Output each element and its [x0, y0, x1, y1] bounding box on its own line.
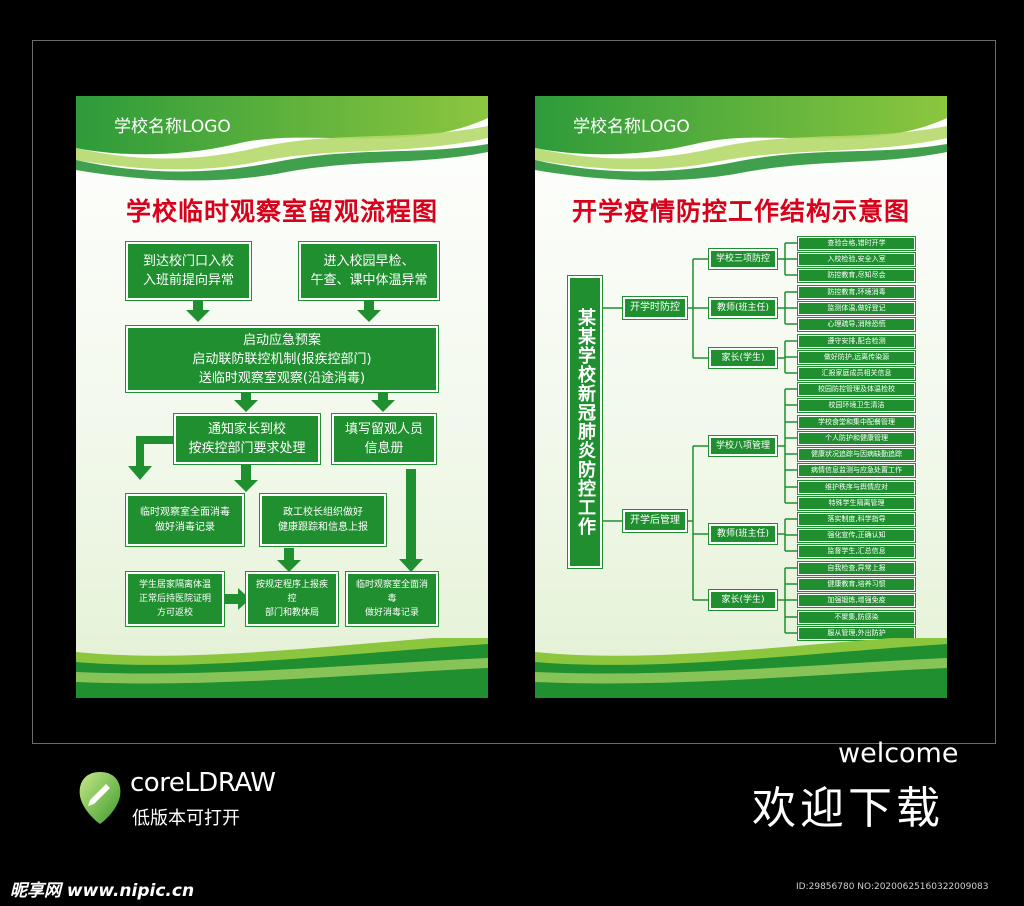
- welcome-english: welcome: [838, 738, 959, 769]
- flow-step-final-disinfect: 临时观察室全面消毒做好消毒记录: [346, 572, 438, 626]
- leaf-node: 监测体温,做好登记: [798, 302, 915, 315]
- step-text: 临时观察室全面消毒: [355, 580, 428, 604]
- leaf-node: 学校食堂和集中配餐管理: [798, 416, 915, 429]
- leaf-node: 服从管理,外出防护: [798, 627, 915, 640]
- step-text: 做好消毒记录: [155, 522, 215, 533]
- leaf-node: 强化宣传,正确认知: [798, 529, 915, 542]
- step-text: 学生居家隔离体温: [138, 580, 211, 590]
- step-text: 健康跟踪和信息上报: [278, 522, 368, 533]
- step-text: 入班前提向异常: [142, 273, 234, 288]
- level2-node: 教师(班主任): [709, 298, 777, 318]
- flow-step-disinfect-room: 临时观察室全面消毒做好消毒记录: [126, 494, 244, 546]
- step-text: 通知家长到校: [207, 422, 286, 437]
- step-text: 信息册: [364, 441, 404, 456]
- leaf-node: 特殊学生隔离管理: [798, 497, 915, 510]
- tree-connectors: [602, 242, 798, 634]
- page-title: 开学疫情防控工作结构示意图: [571, 197, 910, 226]
- flow-step-report-authorities: 按规定程序上报疾控部门和教体局: [246, 572, 338, 626]
- school-logo-text: 学校名称LOGO: [573, 117, 690, 137]
- step-text: 启动应急预案: [242, 332, 321, 348]
- leaf-node: 做好防护,远离传染源: [798, 351, 915, 364]
- leaf-node: 自我检查,异常上报: [798, 562, 915, 575]
- footer-wave: [535, 638, 947, 698]
- leaf-node: 健康教育,培养习惯: [798, 578, 915, 591]
- level2-node: 学校八项管理: [709, 436, 777, 456]
- flow-step-arrive-gate: 到达校门口入校入班前提向异常: [126, 242, 251, 300]
- flow-step-notify-parents: 通知家长到校按疾控部门要求处理: [174, 414, 320, 464]
- leaf-node: 落实制度,科学指导: [798, 513, 915, 526]
- flow-step-campus-check: 进入校园早检、午查、课中体温异常: [299, 242, 439, 300]
- leaf-node: 维护秩序与舆情应对: [798, 481, 915, 494]
- site-watermark: 昵享网 www.nipic.cn: [10, 881, 195, 901]
- canvas-frame: [32, 40, 996, 744]
- level2-node: 家长(学生): [709, 590, 777, 610]
- level2-node: 家长(学生): [709, 348, 777, 368]
- step-text: 午查、课中体温异常: [310, 273, 428, 288]
- step-text: 方可返校: [156, 608, 193, 618]
- step-text: 按规定程序上报疾控: [255, 580, 328, 604]
- image-id-text: ID:29856780 NO:20200625160322009083: [796, 882, 989, 892]
- welcome-chinese: 欢迎下载: [752, 783, 944, 834]
- step-text: 按疾控部门要求处理: [188, 441, 306, 456]
- leaf-node: 入校检验,安全入室: [798, 253, 915, 266]
- leaf-node: 防控教育,环境消毒: [798, 286, 915, 299]
- leaf-node: 防控教育,尽知尽会: [798, 269, 915, 282]
- step-text: 政工校长组织做好: [283, 507, 363, 518]
- level1-node: 开学后管理: [623, 510, 687, 532]
- structure-poster: 学校名称LOGO 开学疫情防控工作结构示意图 某某学校新冠肺炎防控工作 开学时防…: [535, 96, 947, 698]
- leaf-node: 个人防护和健康管理: [798, 432, 915, 445]
- step-text: 部门和教体局: [264, 608, 319, 618]
- flow-step-emergency-plan: 启动应急预案启动联防联控机制(报疾控部门) 送临时观察室观察(沿途消毒): [126, 326, 438, 392]
- step-text: 启动联防联控机制(报疾控部门): [192, 351, 372, 367]
- flow-step-fill-register: 填写留观人员信息册: [332, 414, 436, 464]
- step-text: 正常后持医院证明: [138, 594, 211, 604]
- school-logo-text: 学校名称LOGO: [114, 117, 231, 137]
- header-wave: [535, 96, 947, 181]
- leaf-node: 病情信息监测与应急处置工作: [798, 464, 915, 477]
- leaf-node: 加强锻炼,增强免疫: [798, 594, 915, 607]
- leaf-node: 监督学生,汇总信息: [798, 545, 915, 558]
- step-text: 填写留观人员: [344, 422, 423, 437]
- flow-arrows: [128, 300, 423, 610]
- leaf-node: 遵守安排,配合检测: [798, 335, 915, 348]
- step-text: 进入校园早检、: [323, 254, 415, 269]
- leaf-node: 校园环境卫生清洁: [798, 399, 915, 412]
- step-text: 临时观察室全面消毒: [140, 507, 230, 518]
- step-text: 做好消毒记录: [364, 608, 419, 618]
- flow-step-health-tracking: 政工校长组织做好健康跟踪和信息上报: [260, 494, 386, 546]
- flow-step-home-isolation: 学生居家隔离体温正常后持医院证明方可返校: [126, 572, 224, 626]
- leaf-node: 不聚集,防感染: [798, 611, 915, 624]
- footer-wave: [76, 638, 488, 698]
- leaf-node: 查验合格,错时开学: [798, 237, 915, 250]
- root-node: 某某学校新冠肺炎防控工作: [568, 276, 602, 568]
- leaf-node: 健康状况追踪与因病缺勤追踪: [798, 448, 915, 461]
- page-title: 学校临时观察室留观流程图: [125, 197, 438, 226]
- leaf-node: 校园防控管理及体温检校: [798, 383, 915, 396]
- header-wave: [76, 96, 488, 181]
- flowchart-poster: 学校名称LOGO 学校临时观察室留观流程图 到达校门口入校入班前提向异常 进入校…: [76, 96, 488, 698]
- level2-node: 教师(班主任): [709, 524, 777, 544]
- coreldraw-brand: coreLDRAW: [130, 768, 276, 798]
- leaf-node: 汇报家庭成员相关信息: [798, 367, 915, 380]
- leaf-node: 心理疏导,消除恐慌: [798, 318, 915, 331]
- coreldraw-version-note: 低版本可打开: [132, 808, 240, 829]
- coreldraw-balloon-icon: [79, 772, 121, 824]
- level2-node: 学校三项防控: [709, 249, 777, 269]
- step-text: 送临时观察室观察(沿途消毒): [198, 370, 366, 386]
- step-text: 到达校门口入校: [142, 254, 234, 269]
- level1-node: 开学时防控: [623, 297, 687, 319]
